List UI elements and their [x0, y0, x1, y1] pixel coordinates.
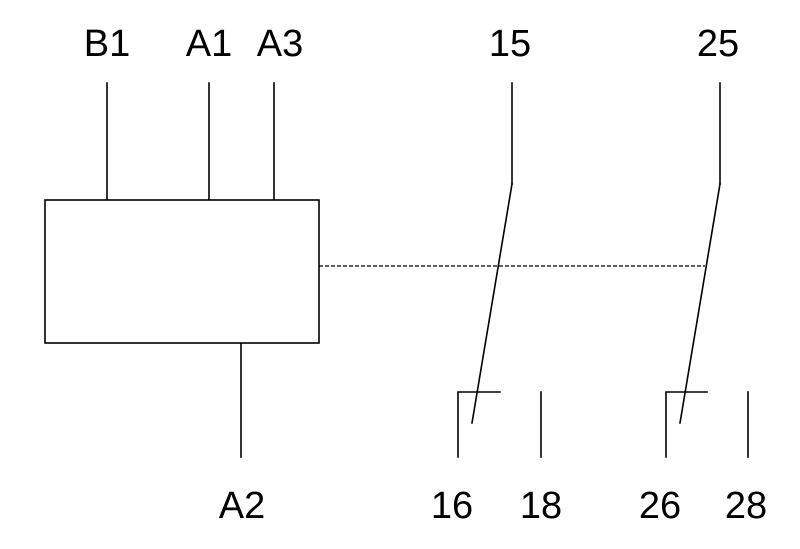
terminal-label-15: 15 [489, 23, 531, 65]
terminal-label-16: 16 [431, 485, 473, 527]
terminal-label-a3: A3 [257, 23, 303, 65]
changeover-contact-2 [665, 82, 749, 458]
coil-box [44, 199, 320, 344]
changeover-contact-1 [457, 82, 542, 458]
terminal-label-25: 25 [697, 23, 739, 65]
terminal-label-18: 18 [520, 485, 562, 527]
terminal-label-b1: B1 [84, 23, 130, 65]
terminal-label-a2: A2 [219, 485, 265, 527]
contact-2-switch-blade [679, 183, 721, 424]
contact-1-switch-blade [471, 183, 513, 424]
terminal-label-a1: A1 [186, 23, 232, 65]
terminal-label-26: 26 [639, 485, 681, 527]
contact-2-nc-terminal [665, 391, 708, 458]
contact-1-nc-terminal [457, 391, 501, 458]
terminal-label-28: 28 [725, 485, 767, 527]
